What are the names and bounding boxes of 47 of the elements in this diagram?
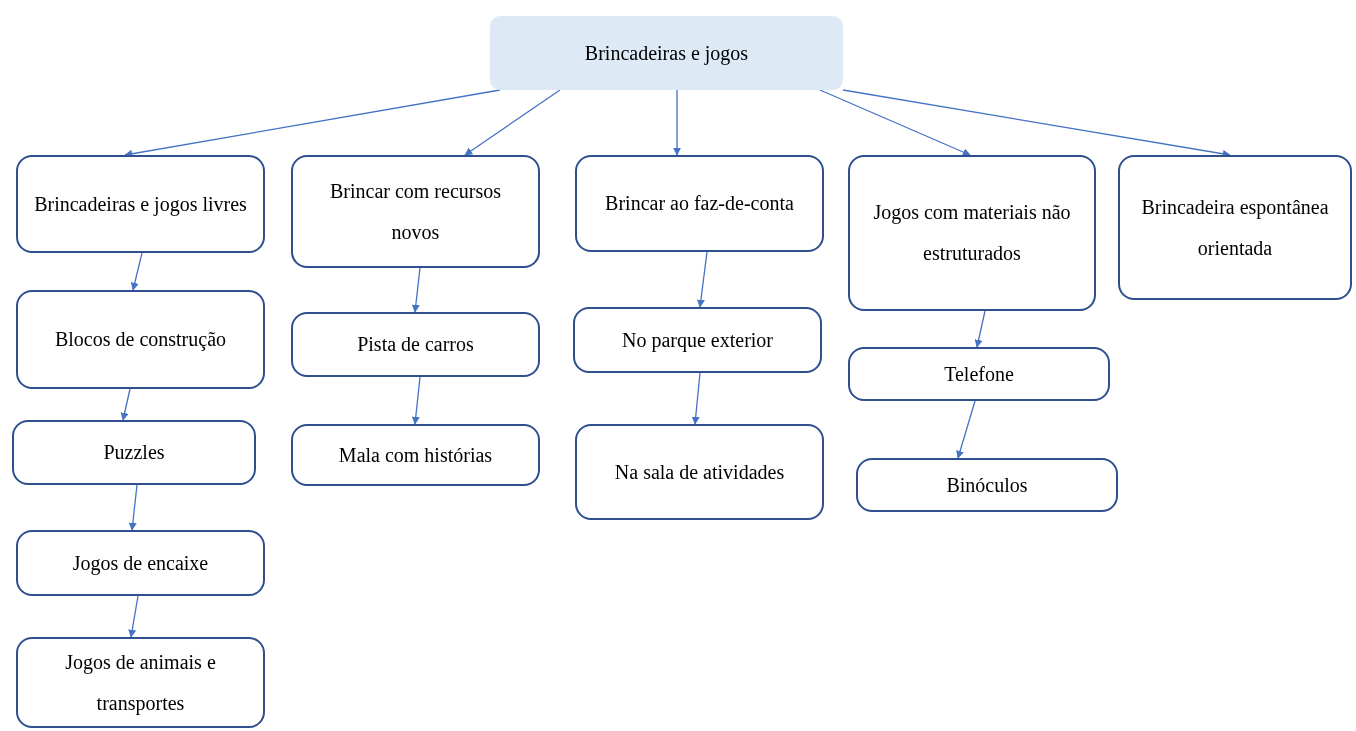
- category-box: [12, 420, 256, 485]
- root-box: [490, 16, 843, 90]
- box-label: Brincadeira espontânea orientada: [1140, 194, 1330, 261]
- box-label: Jogos com materiais não estruturados: [872, 200, 1072, 266]
- category-box: [573, 307, 822, 373]
- arrow: [673, 89, 681, 156]
- box-label: Brincar ao faz-de-conta: [605, 191, 794, 216]
- category-box: [16, 290, 265, 389]
- category-box: [16, 530, 265, 596]
- box-label: Telefone: [944, 361, 1014, 387]
- box-label: Brincar com recursos novos: [328, 178, 502, 245]
- box-label: Mala com histórias: [338, 442, 493, 468]
- box-label: Na sala de atividades: [614, 459, 785, 485]
- arrow: [842, 89, 1231, 158]
- category-box: [291, 312, 540, 377]
- box-label: Brincadeiras e jogos: [584, 40, 749, 67]
- box-label: Puzzles: [103, 440, 165, 465]
- arrow: [124, 89, 501, 158]
- arrow: [696, 251, 708, 308]
- category-box: [16, 155, 265, 253]
- category-box: [291, 155, 540, 268]
- category-box: [575, 155, 824, 252]
- box-label: Jogos de animais e transportes: [64, 649, 217, 717]
- box-label: Brincadeiras e jogos livres: [34, 191, 247, 218]
- box-label: Binóculos: [946, 472, 1028, 498]
- arrow: [120, 388, 131, 421]
- arrow: [819, 89, 971, 156]
- arrow: [130, 252, 143, 291]
- category-box: [16, 637, 265, 728]
- category-box: [291, 424, 540, 486]
- arrow: [464, 89, 561, 156]
- arrow: [411, 267, 421, 313]
- arrow: [128, 484, 138, 531]
- category-box: [848, 347, 1110, 401]
- category-box: [1118, 155, 1352, 300]
- category-box: [575, 424, 824, 520]
- box-label: Jogos de encaixe: [72, 550, 209, 577]
- arrow: [974, 310, 986, 348]
- box-label: Blocos de construção: [54, 327, 227, 353]
- arrow: [411, 376, 421, 425]
- box-label: Pista de carros: [357, 332, 474, 357]
- category-box: [856, 458, 1118, 512]
- arrow: [956, 400, 976, 459]
- arrow: [128, 595, 139, 638]
- category-box: [848, 155, 1096, 311]
- box-label: No parque exterior: [621, 327, 773, 354]
- arrow: [691, 372, 701, 425]
